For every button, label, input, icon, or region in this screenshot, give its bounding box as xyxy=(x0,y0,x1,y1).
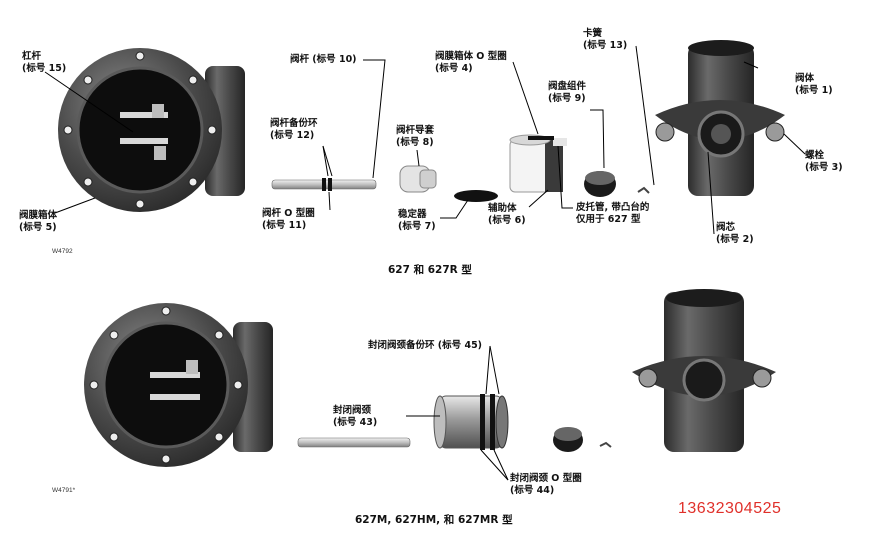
valve-body-bottom xyxy=(632,289,776,452)
label-diaphragm-case: 阀膜箱体 (标号 5) xyxy=(19,210,58,233)
disk-assembly xyxy=(584,171,616,197)
label-spring-clip: 卡簧 (标号 13) xyxy=(583,28,628,51)
spring-clip-bottom xyxy=(599,441,612,448)
leader-lines xyxy=(44,45,806,481)
label-case-oring: 阀膜箱体 O 型圈 (标号 4) xyxy=(435,51,507,74)
aux-body xyxy=(509,134,567,193)
label-sealed-neck-oring: 封闭阀颈 O 型圈 (标号 44) xyxy=(510,473,582,496)
stabilizer xyxy=(454,190,498,202)
label-bolt: 螺栓 (标号 3) xyxy=(805,150,843,173)
label-stem-backup-ring: 阀杆备份环 (标号 12) xyxy=(270,118,318,141)
label-sealed-neck: 封闭阀颈 (标号 43) xyxy=(333,405,378,428)
label-valve-body: 阀体 (标号 1) xyxy=(795,73,833,96)
caption-bottom: 627M, 627HM, 和 627MR 型 xyxy=(355,514,513,526)
stem-guide xyxy=(399,165,437,193)
caption-top: 627 和 627R 型 xyxy=(388,264,472,276)
valve-body-top xyxy=(655,40,785,196)
label-disk-assembly: 阀盘组件 (标号 9) xyxy=(548,81,587,104)
label-stabilizer: 稳定器 (标号 7) xyxy=(398,209,436,232)
label-stem-guide: 阀杆导套 (标号 8) xyxy=(396,125,435,148)
label-aux-body: 辅助体 (标号 6) xyxy=(488,203,526,226)
diaphragm-case-top xyxy=(58,48,245,212)
disk-assembly-bottom xyxy=(553,427,583,452)
stem-bottom xyxy=(297,437,411,448)
label-orifice: 阀芯 (标号 2) xyxy=(716,222,754,245)
label-lever: 杠杆 (标号 15) xyxy=(22,51,67,74)
spring-clip xyxy=(637,186,650,194)
figure-code-top: W4792 xyxy=(52,248,73,255)
diaphragm-case-bottom xyxy=(84,303,273,467)
stem-top xyxy=(271,178,377,191)
label-pitot-tube: 皮托管, 带凸台的 仅用于 627 型 xyxy=(576,202,650,225)
phone-number: 13632304525 xyxy=(678,500,782,517)
label-sealed-neck-backup: 封闭阀颈备份环 (标号 45) xyxy=(368,340,483,351)
sealed-neck xyxy=(433,394,509,450)
figure-code-bottom: W4791* xyxy=(52,487,76,494)
label-stem-oring: 阀杆 O 型圈 (标号 11) xyxy=(262,208,315,231)
label-stem: 阀杆 (标号 10) xyxy=(290,54,357,65)
